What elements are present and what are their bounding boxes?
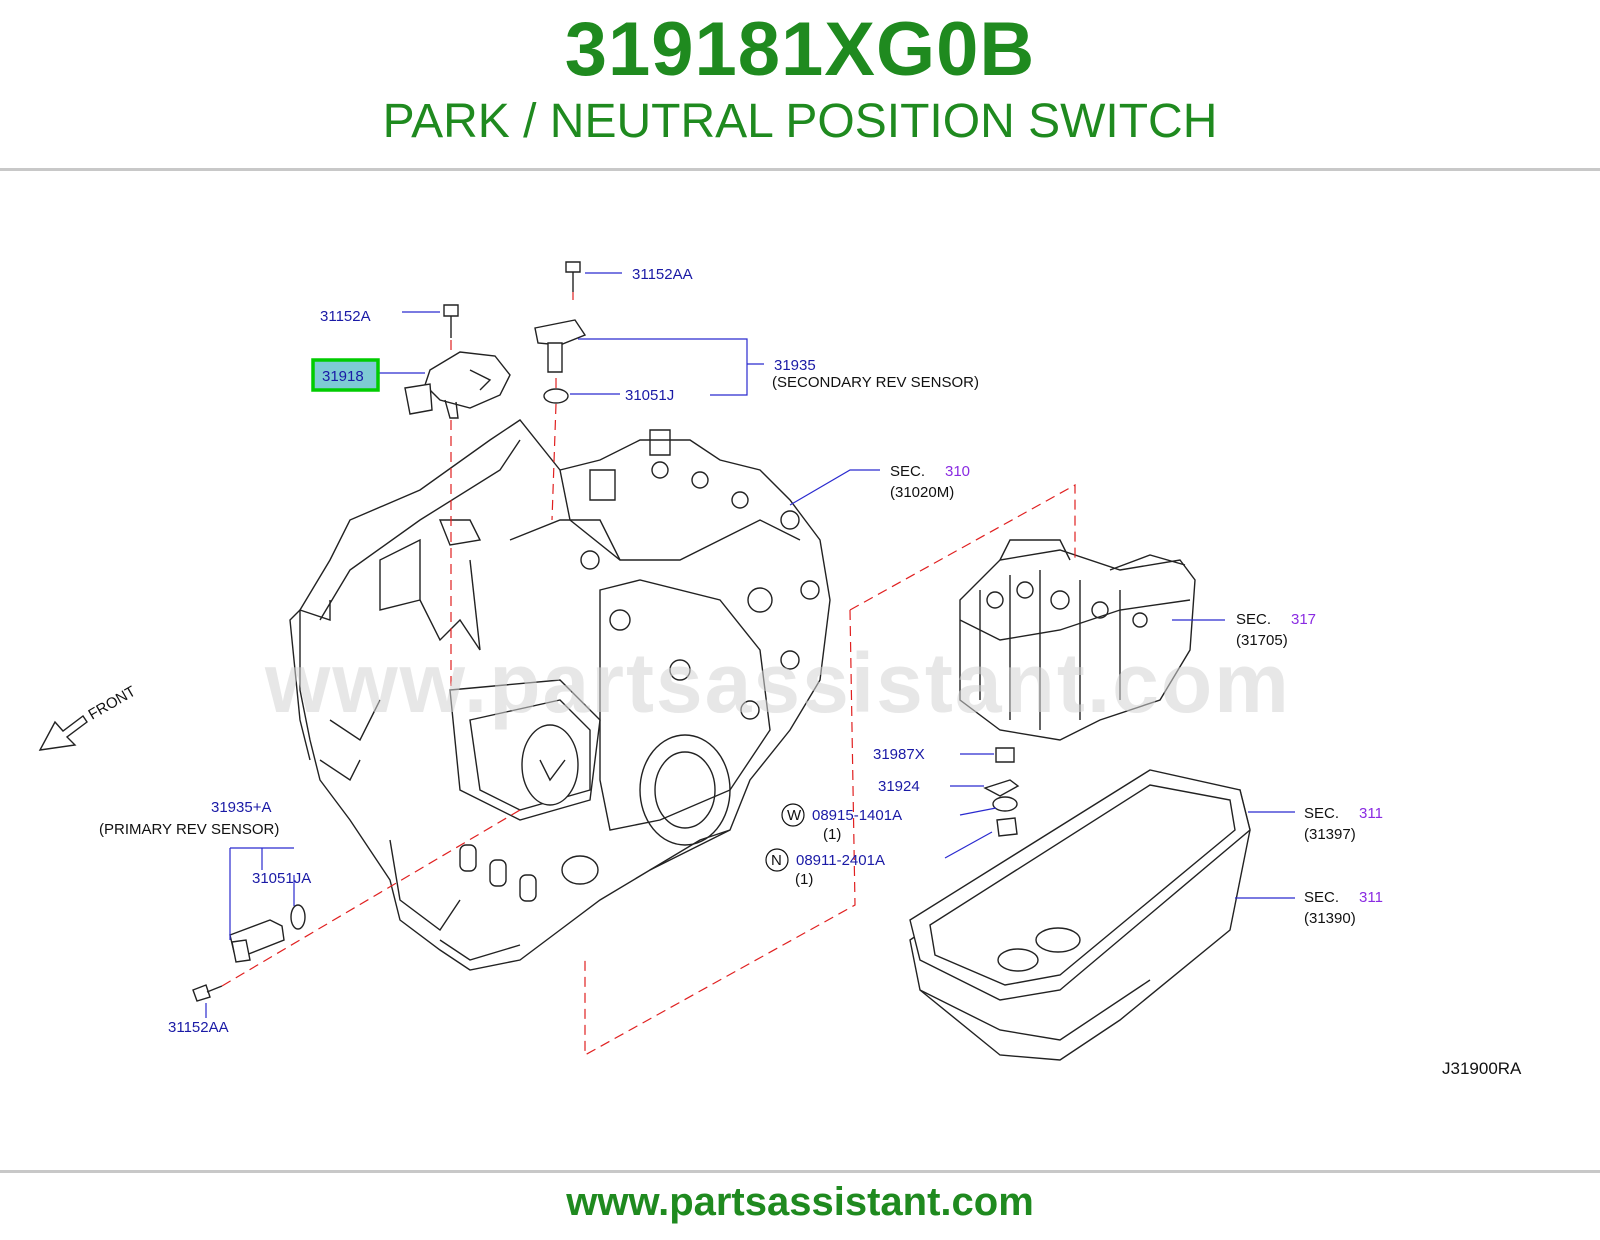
label-31987x[interactable]: 31987X xyxy=(873,746,925,763)
highlight-box-31918 xyxy=(311,358,380,392)
diagram-code: J31900RA xyxy=(1442,1059,1522,1078)
label-sec-prefix-310: SEC. xyxy=(890,463,925,480)
label-sec-311a[interactable]: 311 xyxy=(1359,805,1383,822)
label-primary-sensor-desc: (PRIMARY REV SENSOR) xyxy=(99,821,279,838)
front-arrow: FRONT xyxy=(38,683,139,751)
parts-diagram: www.partsassistant.com FRONT 31152AA 311… xyxy=(0,175,1600,1165)
watermark-text: www.partsassistant.com xyxy=(264,636,1291,730)
front-label: FRONT xyxy=(86,683,139,724)
label-sec-310-ref: (31020M) xyxy=(890,484,954,501)
n-circle-icon xyxy=(765,848,789,872)
label-oring-top[interactable]: 31051J xyxy=(625,387,674,404)
label-sec-311b-ref: (31390) xyxy=(1304,910,1356,927)
label-sec-311b[interactable]: 311 xyxy=(1359,889,1383,906)
label-bolt-bottom[interactable]: 31152AA xyxy=(168,1019,229,1036)
label-bolt-top[interactable]: 31152AA xyxy=(632,266,693,283)
bottom-divider xyxy=(0,1170,1600,1173)
assembly-dashed-lines xyxy=(221,292,1076,1057)
diagram-canvas: www.partsassistant.com FRONT 31152AA 311… xyxy=(38,261,1522,1078)
leader-lines xyxy=(205,272,1295,1018)
label-switch-highlighted[interactable]: 31918 xyxy=(322,368,364,385)
label-secondary-sensor[interactable]: 31935 xyxy=(774,357,816,374)
label-oring-bottom[interactable]: 31051JA xyxy=(252,870,311,887)
w-circle-icon xyxy=(781,803,805,827)
label-primary-sensor[interactable]: 31935+A xyxy=(211,799,271,816)
label-n-qty: (1) xyxy=(795,871,813,888)
oil-pan-drawing xyxy=(909,769,1251,1061)
label-sec-prefix-317: SEC. xyxy=(1236,611,1271,628)
label-sec-310[interactable]: 310 xyxy=(945,463,970,480)
label-secondary-sensor-desc: (SECONDARY REV SENSOR) xyxy=(772,374,979,391)
label-sec-prefix-311a: SEC. xyxy=(1304,805,1339,822)
top-divider xyxy=(0,168,1600,171)
label-sec-311a-ref: (31397) xyxy=(1304,826,1356,843)
label-sec-317-ref: (31705) xyxy=(1236,632,1288,649)
label-31924[interactable]: 31924 xyxy=(878,778,920,795)
part-number-title: 319181XG0B xyxy=(564,7,1036,92)
page-header: 319181XG0B PARK / NEUTRAL POSITION SWITC… xyxy=(0,0,1600,168)
transmission-case-drawing xyxy=(289,419,831,971)
w-circle-letter: W xyxy=(787,807,802,824)
valve-body-drawing xyxy=(959,539,1196,741)
n-circle-letter: N xyxy=(771,852,782,869)
label-n-part[interactable]: 08911-2401A xyxy=(796,852,885,869)
small-parts-drawing xyxy=(192,261,1020,1002)
label-sec-prefix-311b: SEC. xyxy=(1304,889,1339,906)
part-name-subtitle: PARK / NEUTRAL POSITION SWITCH xyxy=(382,95,1218,148)
label-bolt-left[interactable]: 31152A xyxy=(320,308,371,325)
label-w-qty: (1) xyxy=(823,826,841,843)
footer-url[interactable]: www.partsassistant.com xyxy=(566,1180,1034,1224)
label-sec-317[interactable]: 317 xyxy=(1291,611,1316,628)
label-w-part[interactable]: 08915-1401A xyxy=(812,807,902,824)
